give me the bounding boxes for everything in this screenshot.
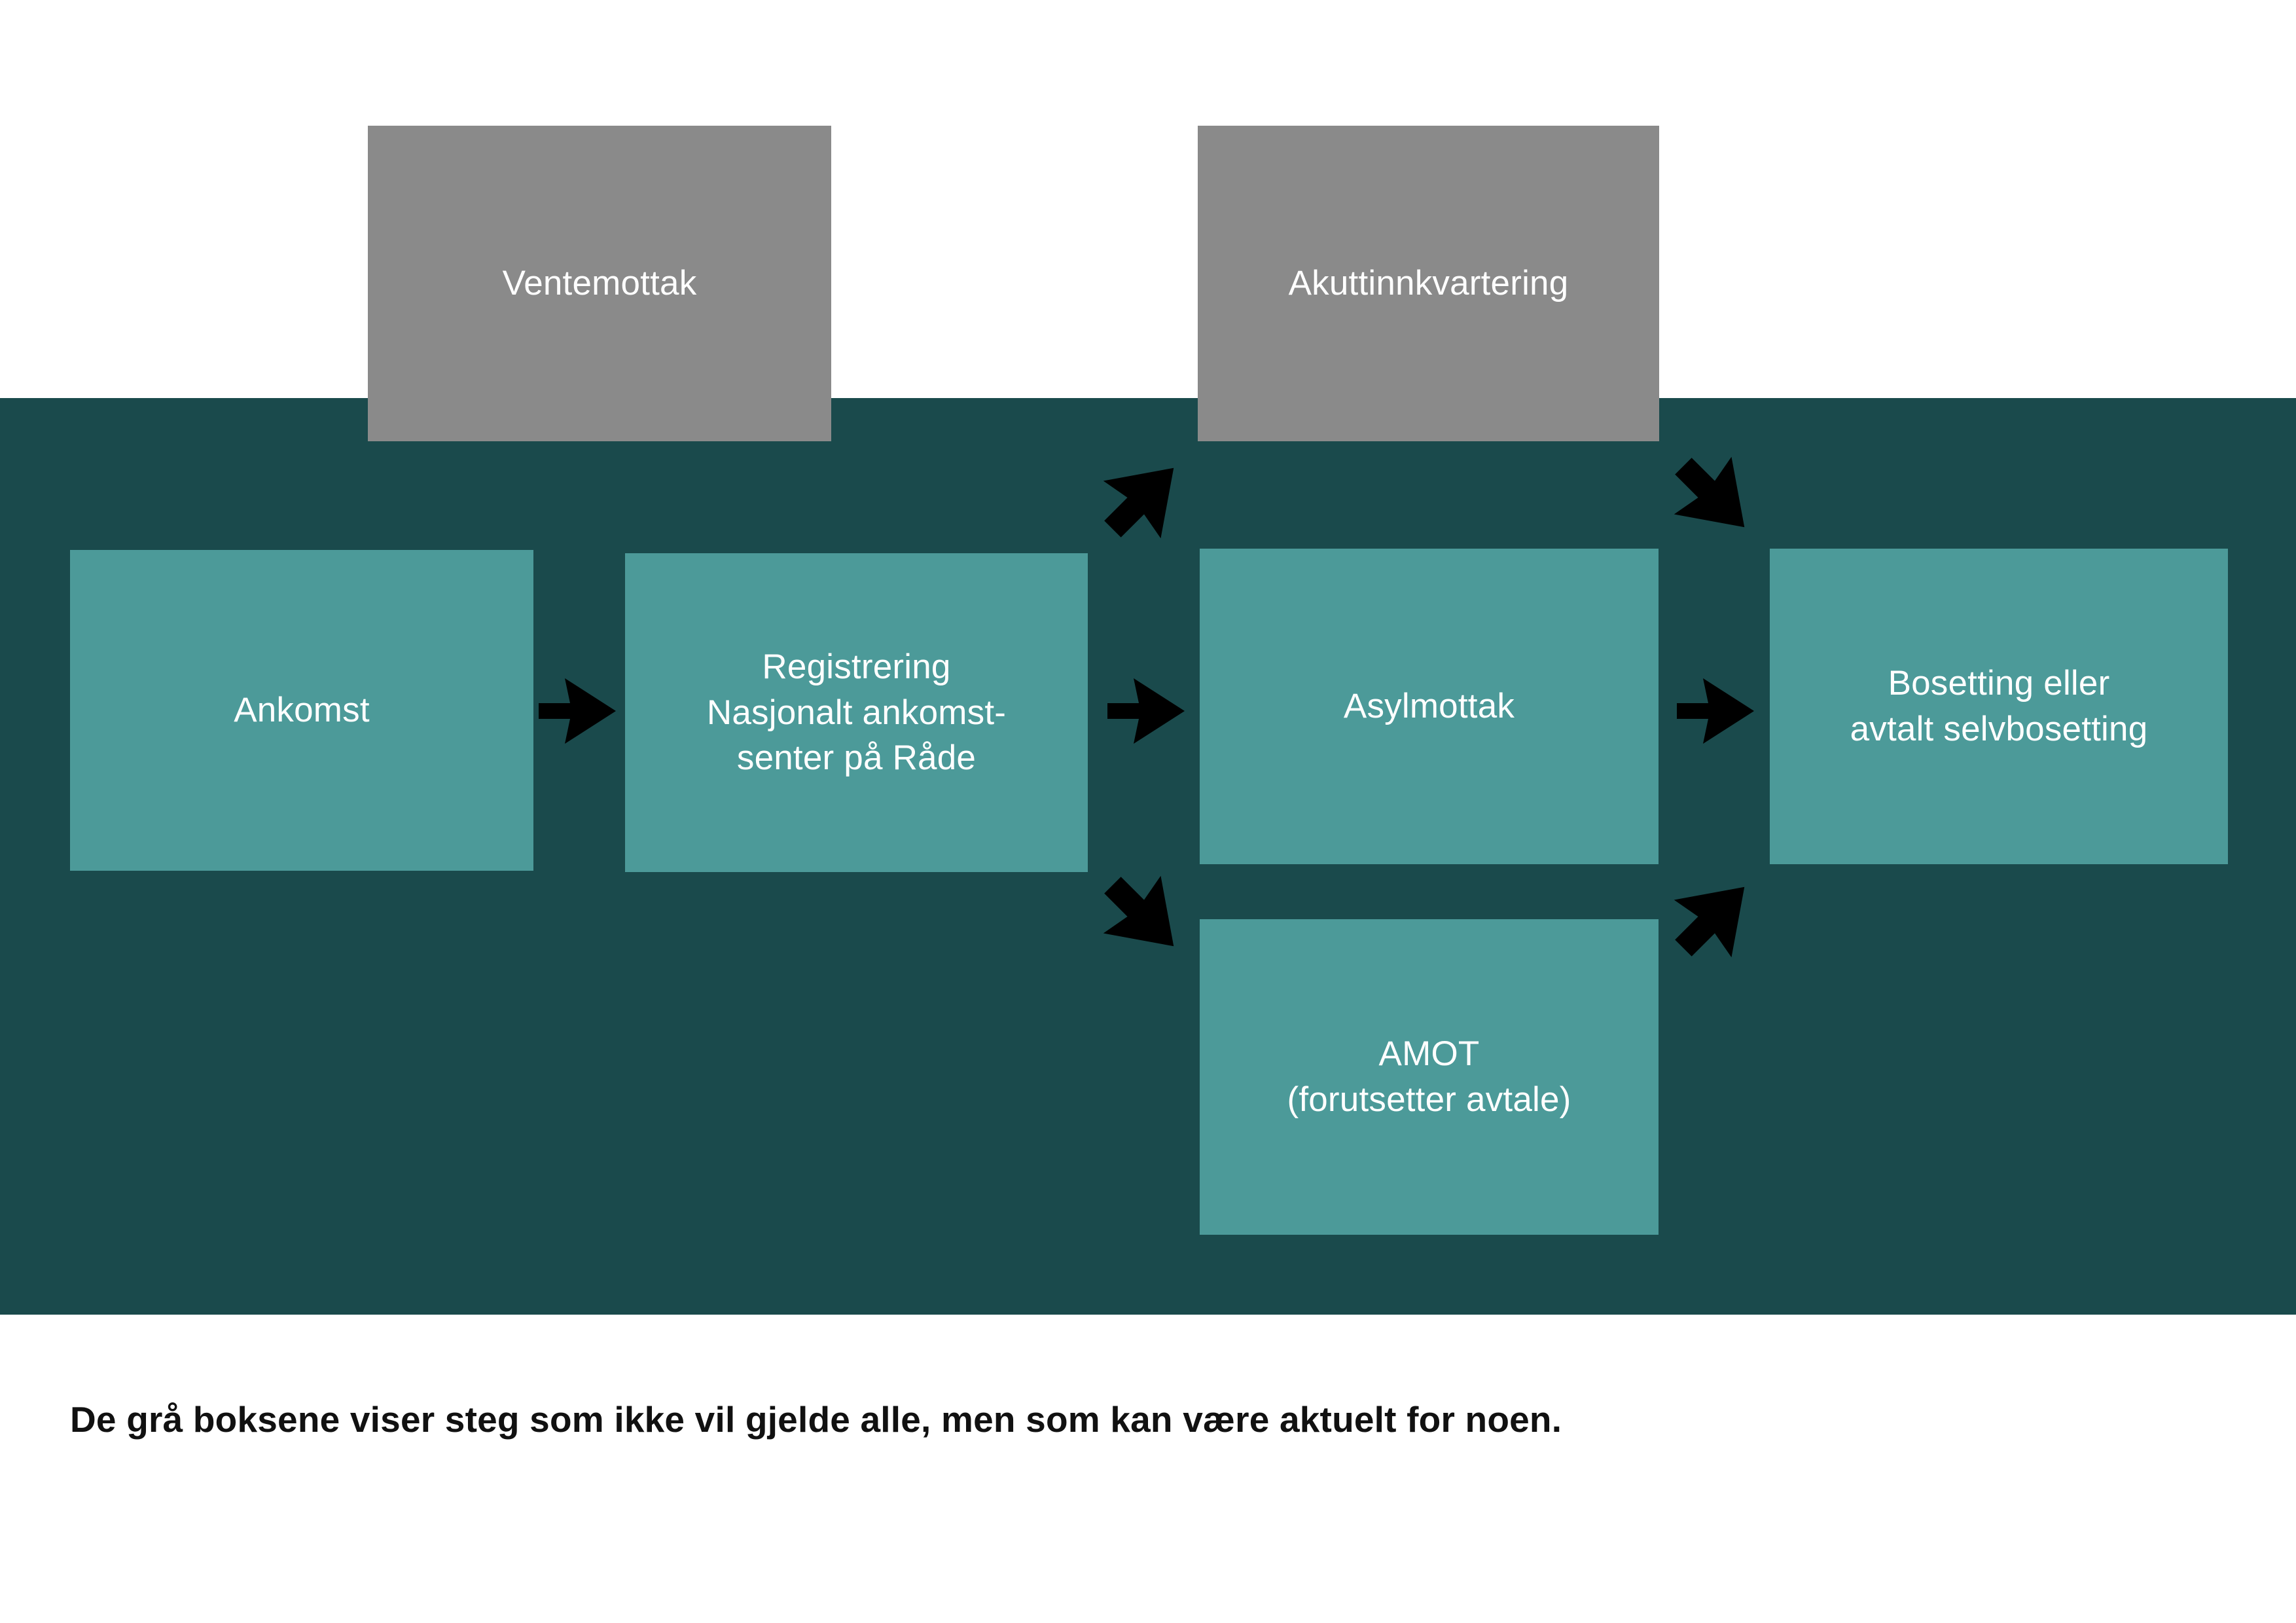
box-registrering: Registrering Nasjonalt ankomst- senter p… [625, 553, 1088, 872]
box-ventemottak-label: Ventemottak [502, 264, 697, 303]
diagram-caption: De grå boksene viser steg som ikke vil g… [70, 1399, 1562, 1440]
box-asylmottak: Asylmottak [1200, 549, 1659, 864]
box-akuttinnkvartering-label: Akuttinnkvartering [1288, 264, 1569, 303]
box-ankomst-label: Ankomst [234, 691, 370, 730]
box-bosetting: Bosetting eller avtalt selvbosetting [1770, 549, 2228, 864]
box-registrering-label: Registrering Nasjonalt ankomst- senter p… [706, 647, 1007, 778]
box-ventemottak: Ventemottak [368, 126, 831, 441]
box-ankomst: Ankomst [70, 550, 533, 871]
box-bosetting-label: Bosetting eller avtalt selvbosetting [1850, 664, 2148, 748]
box-amot: AMOT (forutsetter avtale) [1200, 919, 1659, 1235]
box-akuttinnkvartering: Akuttinnkvartering [1198, 126, 1659, 441]
box-amot-label: AMOT (forutsetter avtale) [1287, 1034, 1571, 1119]
box-asylmottak-label: Asylmottak [1343, 687, 1515, 726]
